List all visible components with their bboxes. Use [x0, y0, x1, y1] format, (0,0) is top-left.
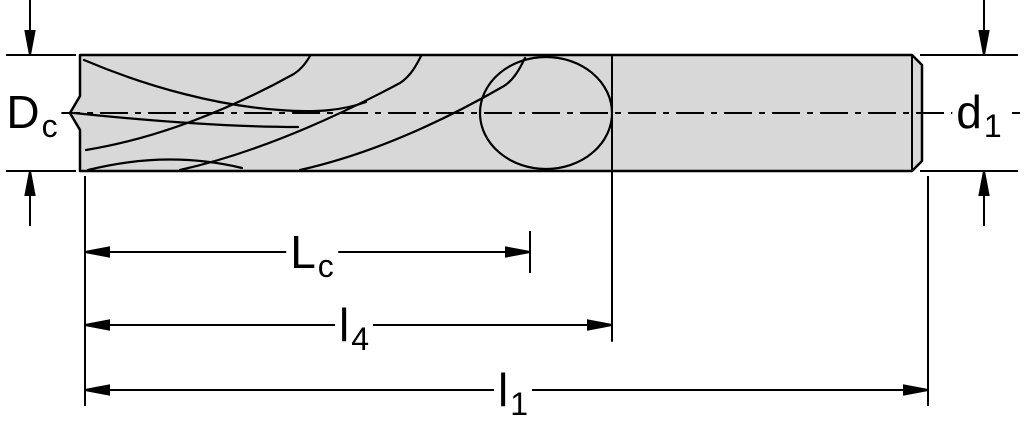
- flute-curve: [298, 56, 527, 172]
- label-cutting-diameter-Dc: Dc: [2, 86, 62, 142]
- diameter-dimension-right: [920, 0, 1018, 226]
- label-base: L: [290, 226, 316, 278]
- flute-curve: [84, 54, 312, 152]
- flute-curve: [178, 54, 423, 172]
- arrowhead-right-icon: [903, 384, 929, 396]
- arrowhead-right-icon: [505, 246, 531, 258]
- label-base: d: [956, 86, 982, 138]
- end-tooth-edge: [72, 111, 300, 129]
- label-base: D: [6, 86, 40, 138]
- label-subscript: 1: [510, 386, 529, 422]
- arrowhead-right-icon: [587, 319, 613, 331]
- diameter-dimension-left: [6, 0, 76, 226]
- label-shank-diameter-d1: d1: [952, 86, 1006, 142]
- arrowhead-left-icon: [84, 246, 110, 258]
- label-overall-length-l1: l1: [493, 364, 533, 420]
- arrowhead-left-icon: [84, 319, 110, 331]
- label-subscript: 1: [983, 108, 1002, 144]
- label-base: l: [338, 299, 350, 351]
- arrowhead-up-icon: [24, 170, 36, 196]
- tool-drawing: [68, 53, 924, 342]
- label-subscript: 4: [351, 321, 370, 357]
- label-base: l: [497, 364, 509, 416]
- end-relief-curve: [86, 158, 244, 172]
- label-subscript: c: [317, 248, 334, 284]
- arrowhead-down-icon: [978, 30, 990, 56]
- arrowhead-down-icon: [24, 30, 36, 56]
- label-cutting-length-Lc: Lc: [286, 226, 338, 282]
- label-subscript: c: [41, 108, 58, 144]
- arrowhead-left-icon: [84, 384, 110, 396]
- arrowhead-up-icon: [978, 170, 990, 196]
- flute-curve: [82, 58, 368, 113]
- label-length-l4: l4: [334, 299, 374, 355]
